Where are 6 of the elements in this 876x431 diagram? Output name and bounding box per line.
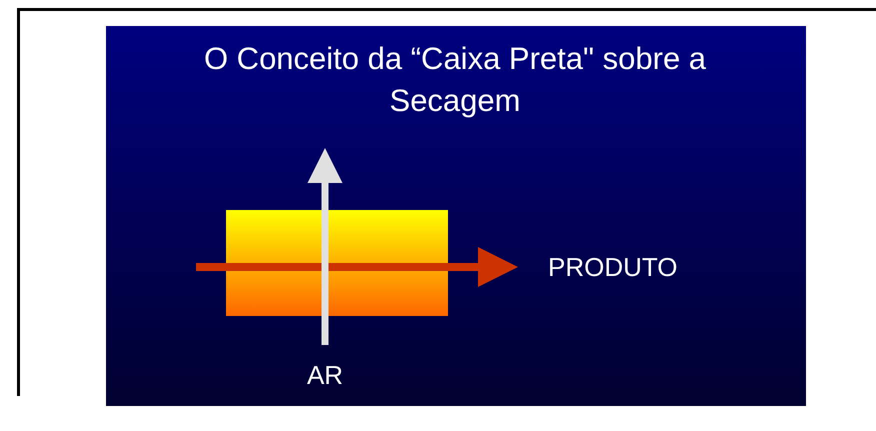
- slide-title: O Conceito da “Caixa Preta" sobre a Secagem: [202, 40, 708, 120]
- arrow: [448, 247, 518, 287]
- arrow: [308, 148, 342, 210]
- heated-box: [226, 210, 448, 316]
- flow-label: AR: [295, 345, 355, 395]
- flow-label: PRODUTO: [518, 250, 718, 284]
